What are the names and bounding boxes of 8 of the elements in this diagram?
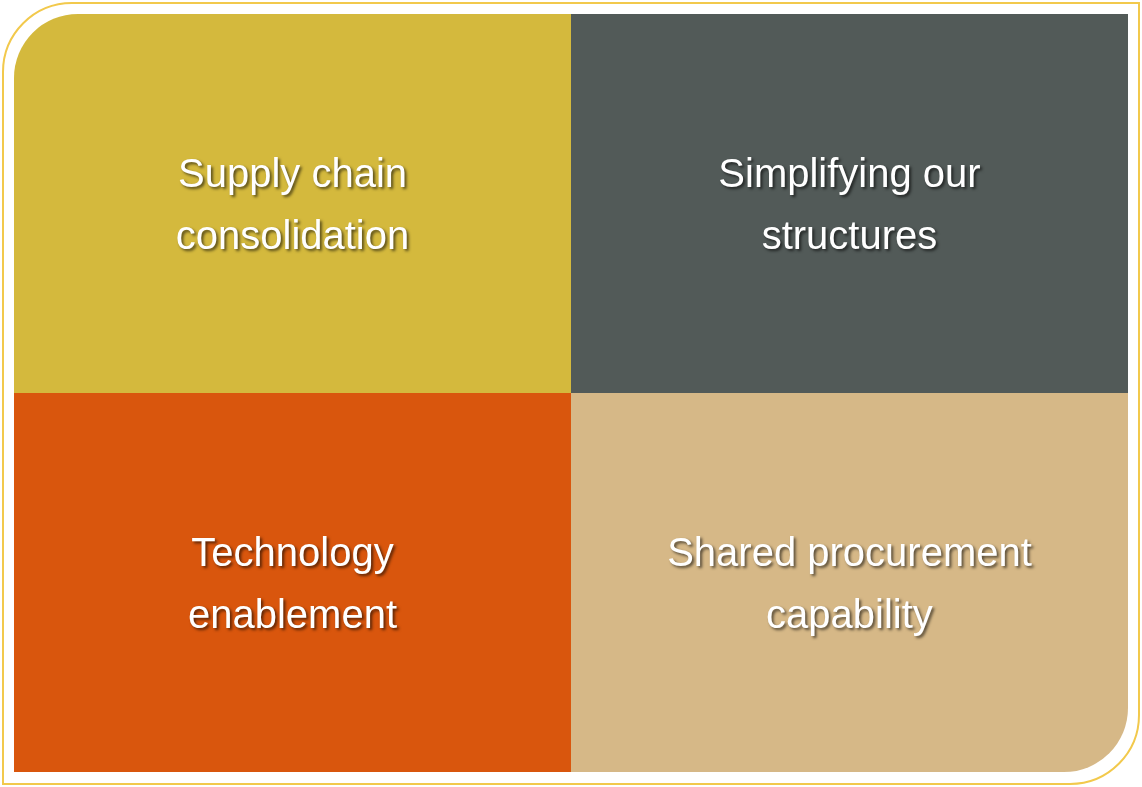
quadrant-label: Technology enablement — [186, 528, 398, 638]
quadrant-label: Simplifying our structures — [717, 149, 982, 259]
quadrant-box — [14, 393, 571, 772]
quadrant-box — [571, 14, 1128, 393]
quadrant-label: Shared procurement capability — [666, 528, 1033, 638]
quadrant-label: Supply chain consolidation — [174, 149, 411, 259]
quadrant-box — [14, 14, 571, 393]
quadrant-box — [571, 393, 1128, 772]
